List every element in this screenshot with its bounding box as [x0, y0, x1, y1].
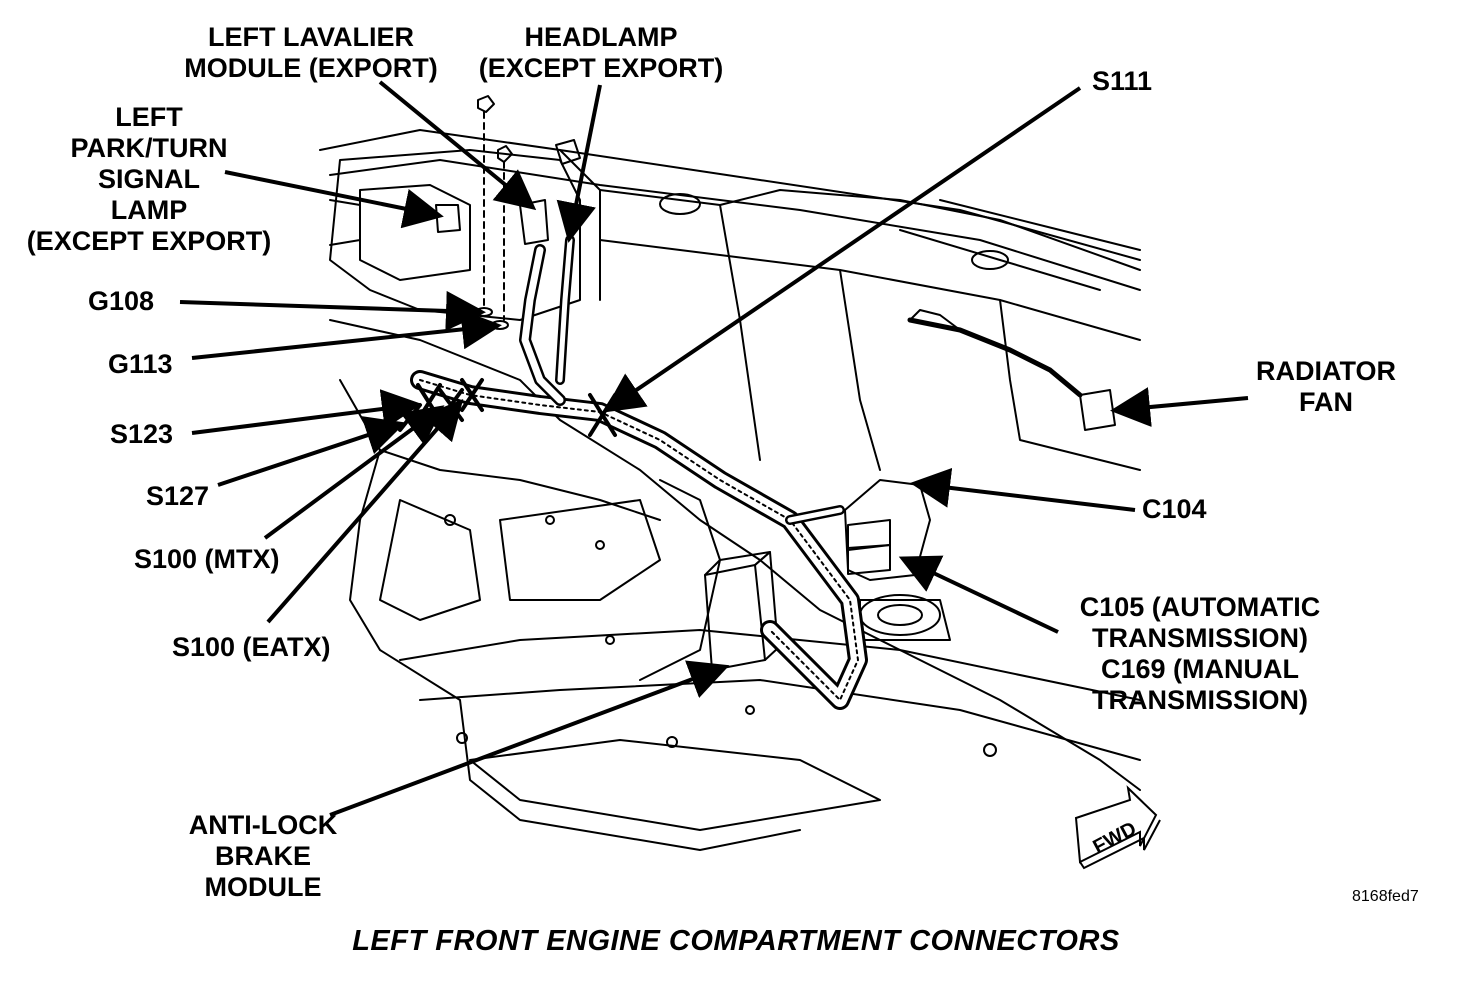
label-line: FAN	[1299, 387, 1353, 417]
label-line: C169 (MANUAL	[1100, 654, 1300, 684]
label-c104: C104	[1142, 494, 1207, 525]
label-line: ANTI-LOCK	[188, 810, 338, 840]
label-line: MODULE	[204, 872, 322, 902]
figure-id: 8168fed7	[1352, 888, 1419, 905]
label-headlamp: HEADLAMP (EXCEPT EXPORT)	[470, 22, 732, 84]
label-line: G108	[88, 286, 155, 316]
label-line: S100 (MTX)	[134, 544, 280, 574]
wiring-harness	[410, 235, 868, 710]
label-line: LEFT	[115, 102, 183, 132]
diagram-caption: LEFT FRONT ENGINE COMPARTMENT CONNECTORS	[352, 925, 1120, 957]
label-line: LAMP	[110, 195, 188, 225]
label-line: LEFT LAVALIER	[208, 22, 414, 52]
leader-g113	[191, 309, 502, 360]
label-line: S111	[1092, 66, 1153, 96]
leader-g108	[179, 290, 486, 331]
label-c105-c169: C105 (AUTOMATIC TRANSMISSION) C169 (MANU…	[1060, 592, 1340, 716]
label-line: S100 (EATX)	[172, 632, 331, 662]
leader-s111	[603, 86, 1082, 413]
vehicle-line-art	[319, 95, 1141, 851]
label-line: C104	[1142, 494, 1207, 524]
label-line: (EXCEPT EXPORT)	[478, 53, 724, 83]
label-anti-lock-brake-module: ANTI-LOCK BRAKE MODULE	[178, 810, 348, 903]
label-line: TRANSMISSION)	[1092, 623, 1308, 653]
label-s100-eatx: S100 (EATX)	[172, 632, 331, 663]
label-s111: S111	[1092, 66, 1152, 97]
leader-radiator-fan	[1110, 387, 1249, 427]
leader-s100-mtx	[263, 405, 445, 540]
leader-c105-c169	[898, 555, 1059, 634]
leader-c104	[910, 467, 1136, 512]
label-g113: G113	[108, 349, 173, 380]
label-line: RADIATOR	[1256, 356, 1396, 386]
label-line: (EXCEPT EXPORT)	[26, 226, 272, 256]
fwd-arrow-icon: FWD	[1074, 785, 1161, 870]
leader-headlamp	[556, 84, 602, 243]
leader-abs-module	[329, 660, 730, 817]
label-s123: S123	[110, 419, 173, 450]
label-line: S127	[146, 481, 210, 511]
label-line: BRAKE	[214, 841, 311, 871]
leader-lines	[179, 80, 1249, 817]
label-g108: G108	[88, 286, 154, 317]
leader-s123	[191, 389, 422, 435]
label-line: S123	[110, 419, 174, 449]
leader-left-lavalier	[378, 80, 537, 211]
label-s100-mtx: S100 (MTX)	[134, 544, 280, 575]
label-line: TRANSMISSION)	[1092, 685, 1308, 715]
leader-s100-eatx	[266, 398, 464, 624]
label-line: SIGNAL	[97, 164, 200, 194]
label-left-lavalier-module: LEFT LAVALIER MODULE (EXPORT)	[180, 22, 442, 84]
splice-s100-eatx-marker	[460, 378, 484, 412]
leader-park-turn	[224, 170, 444, 229]
label-radiator-fan: RADIATOR FAN	[1236, 356, 1416, 418]
label-line: G113	[108, 349, 173, 379]
leader-s127	[217, 416, 406, 487]
label-left-park-turn-signal-lamp: LEFT PARK/TURN SIGNAL LAMP (EXCEPT EXPOR…	[16, 102, 282, 257]
label-line: MODULE (EXPORT)	[184, 53, 438, 83]
label-s127: S127	[146, 481, 209, 512]
label-line: PARK/TURN	[70, 133, 228, 163]
label-line: HEADLAMP	[524, 22, 678, 52]
label-line: C105 (AUTOMATIC	[1079, 592, 1321, 622]
